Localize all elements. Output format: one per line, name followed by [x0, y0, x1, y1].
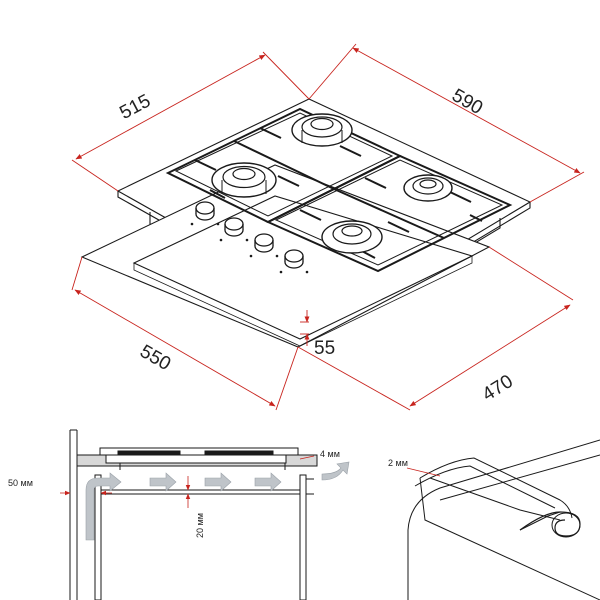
burner-rear-right: [403, 174, 453, 202]
seal-detail: [407, 439, 600, 600]
control-knobs: [195, 201, 304, 269]
knob-markers: [190, 222, 309, 274]
knob-3: [254, 233, 274, 253]
thickness-label: 55: [314, 338, 335, 359]
grate-right: [265, 154, 513, 273]
dim-depth-label: 590: [448, 85, 486, 119]
seal-thickness-label: 2 мм: [388, 458, 408, 468]
gap-markers: [60, 455, 315, 508]
top-gap-label: 4 мм: [320, 449, 340, 459]
knob-1: [195, 201, 215, 221]
vent-gap-label: 20 мм: [195, 513, 205, 538]
cutout-width-label: 550: [136, 341, 174, 375]
cutout-depth-label: 470: [479, 371, 517, 406]
dimension-lines: [71, 43, 585, 411]
burner-front-right: [321, 220, 383, 254]
knob-4: [284, 249, 304, 269]
burner-rear-left: [291, 113, 353, 147]
knob-2: [224, 217, 244, 237]
airflow-arrows: [85, 461, 350, 541]
hob-drawing: [80, 98, 532, 348]
cross-section: [69, 429, 318, 600]
seal-pointer: [406, 467, 441, 477]
burner-front-left: [211, 162, 277, 198]
side-gap-label: 50 мм: [8, 478, 33, 488]
